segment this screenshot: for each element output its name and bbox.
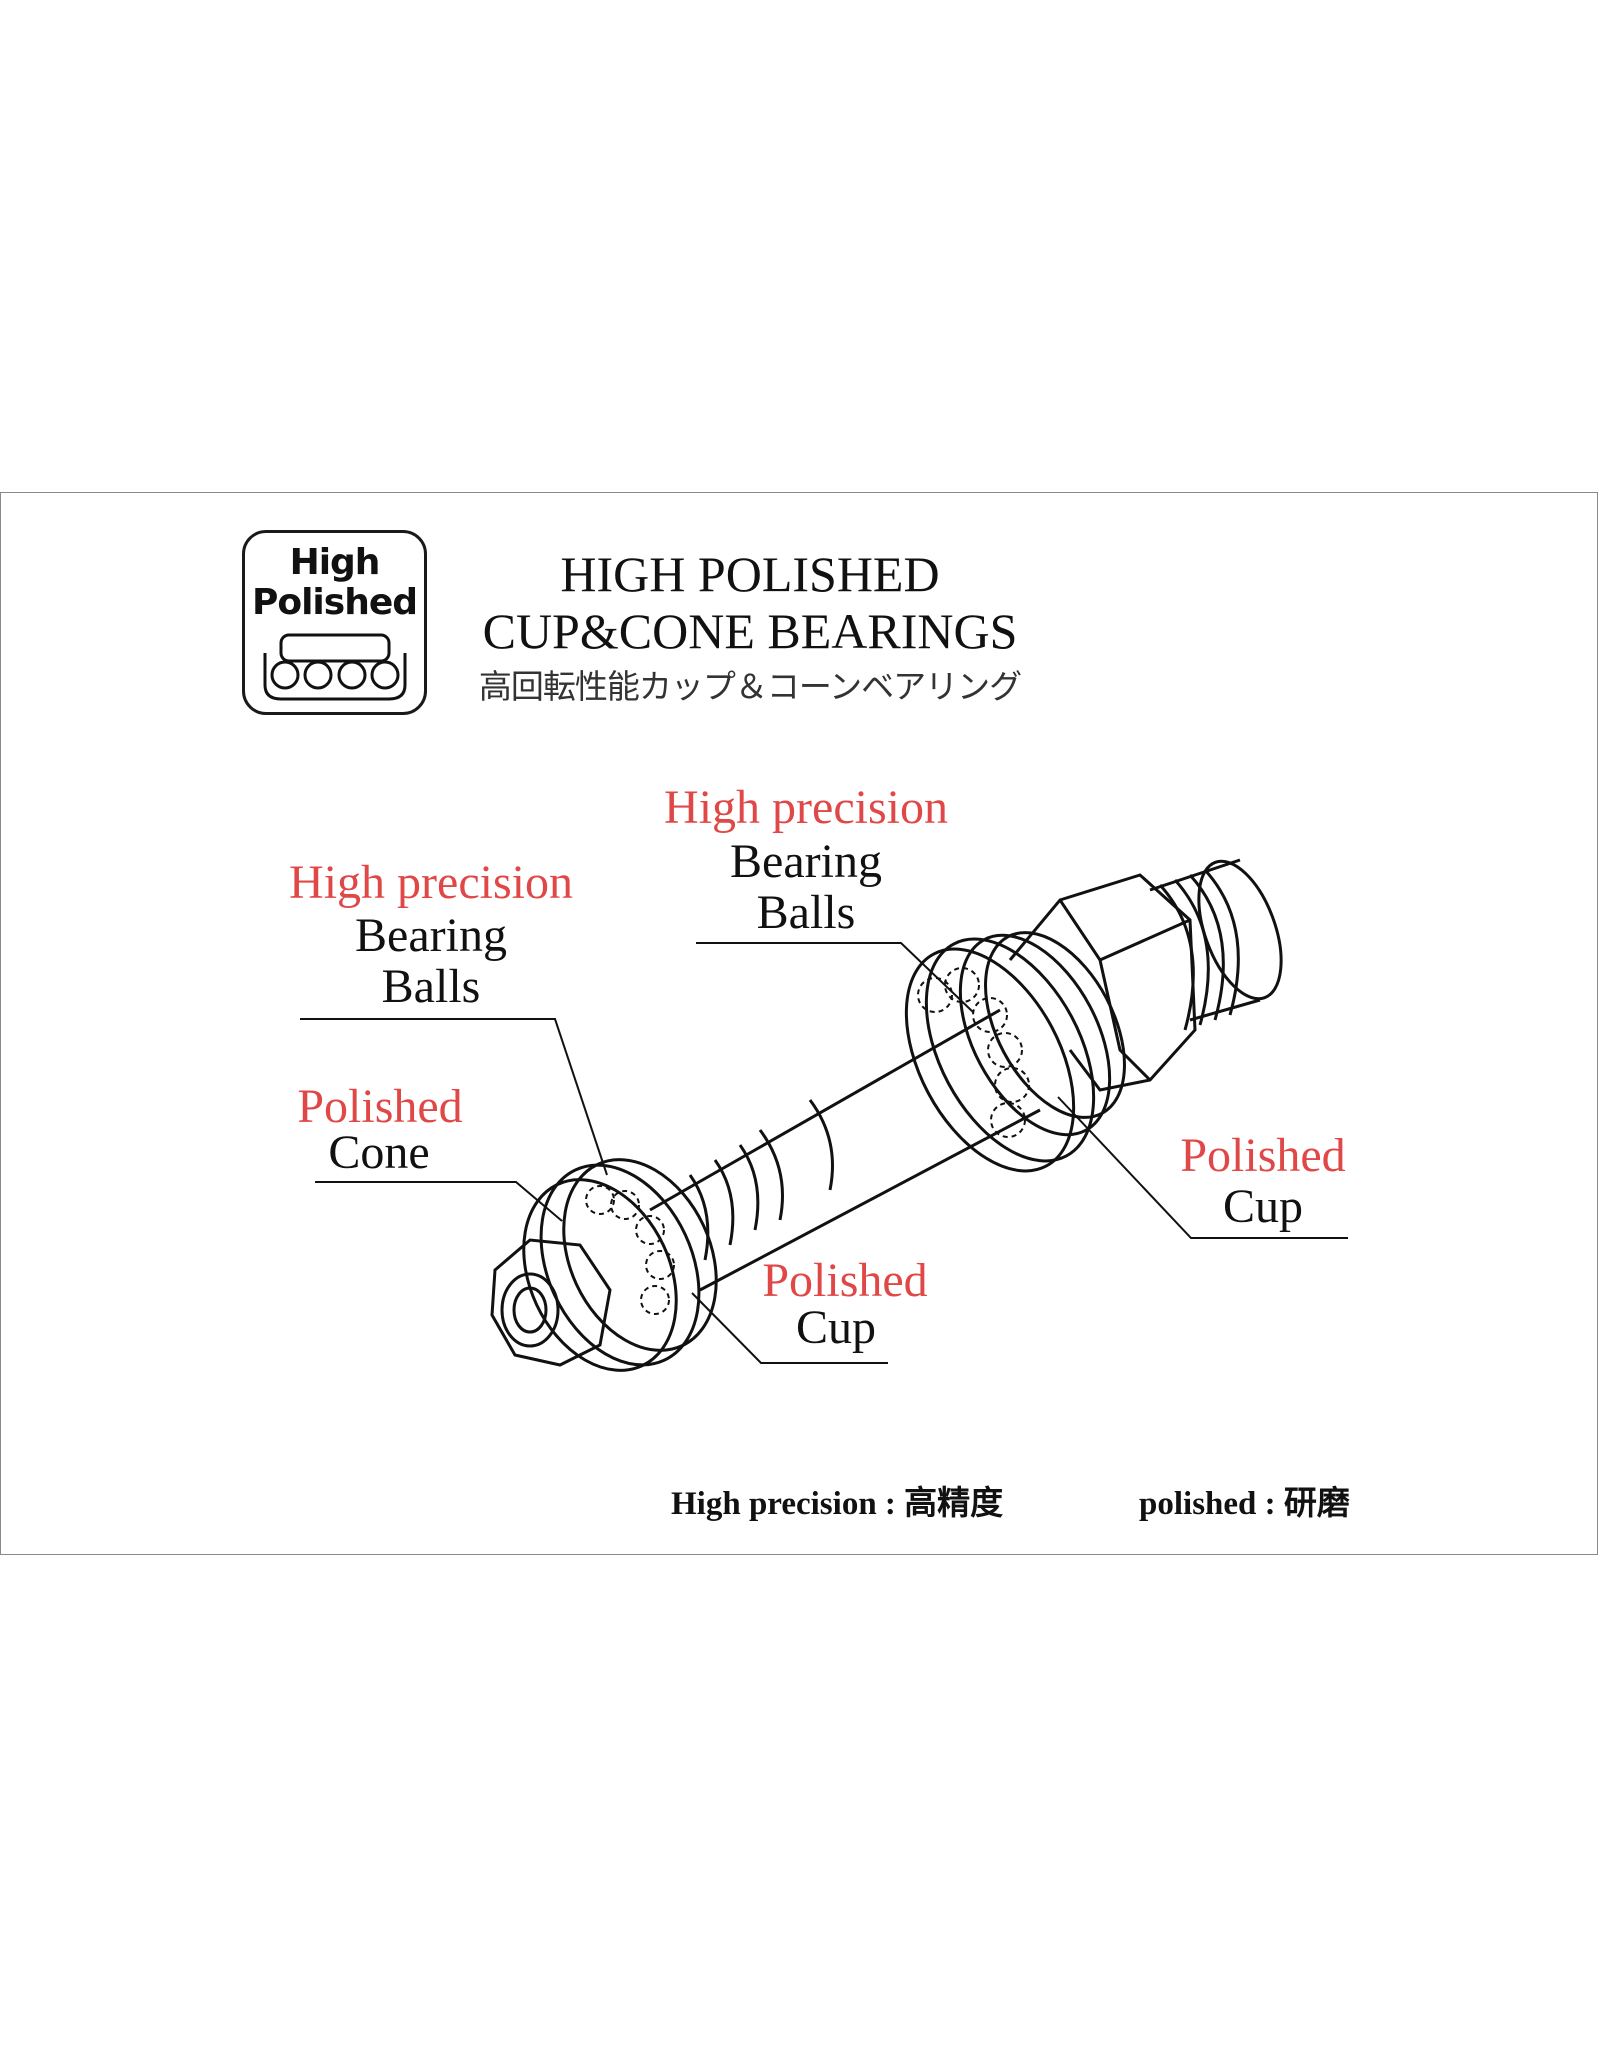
- label-cup-right-line2: Cup: [1222, 1180, 1304, 1233]
- label-cone-line2: Cone: [328, 1126, 430, 1179]
- label-balls-left-line3: Balls: [381, 960, 481, 1013]
- label-cone-accent: Polished: [297, 1080, 463, 1133]
- right-balls: [917, 967, 1030, 1138]
- leader-cup-bottom: [691, 1292, 888, 1364]
- thread: [1149, 858, 1283, 1031]
- axle: [649, 1008, 1041, 1292]
- title-line2: CUP&CONE BEARINGS: [482, 603, 1018, 659]
- left-balls: [585, 1185, 675, 1315]
- label-cup-bottom-accent: Polished: [762, 1254, 928, 1307]
- bearing-icon: [263, 633, 407, 701]
- leader-balls-left: [300, 1018, 608, 1176]
- leader-lines: [300, 942, 1348, 1364]
- logo-line1: High: [289, 542, 381, 583]
- right-hex-nut: [1008, 873, 1197, 1092]
- left-hex-nut: [490, 1238, 612, 1367]
- legend-polished: polished : 研磨: [1139, 1486, 1350, 1522]
- leader-balls-top: [696, 942, 974, 1013]
- label-balls-top-line2: Bearing: [730, 835, 882, 888]
- legend-precision: High precision : 高精度: [671, 1486, 1004, 1522]
- left-cup: [522, 1158, 718, 1372]
- title-line1: HIGH POLISHED: [560, 546, 940, 602]
- leader-cone: [315, 1181, 563, 1222]
- right-cup: [904, 931, 1126, 1173]
- label-cup-right-accent: Polished: [1180, 1129, 1346, 1182]
- title-japanese: 高回転性能カップ＆コーンベアリング: [478, 667, 1022, 706]
- label-balls-left-line2: Bearing: [355, 909, 507, 962]
- logo-line2: Polished: [251, 582, 418, 623]
- diagram-panel: [0, 492, 1598, 1555]
- high-polished-logo: High Polished: [242, 530, 427, 715]
- label-balls-left-accent: High precision: [289, 856, 573, 909]
- label-balls-top-line3: Balls: [756, 886, 856, 939]
- label-balls-top-accent: High precision: [664, 781, 948, 834]
- leader-cup-right: [1057, 1096, 1348, 1239]
- label-cup-bottom-line2: Cup: [795, 1301, 877, 1354]
